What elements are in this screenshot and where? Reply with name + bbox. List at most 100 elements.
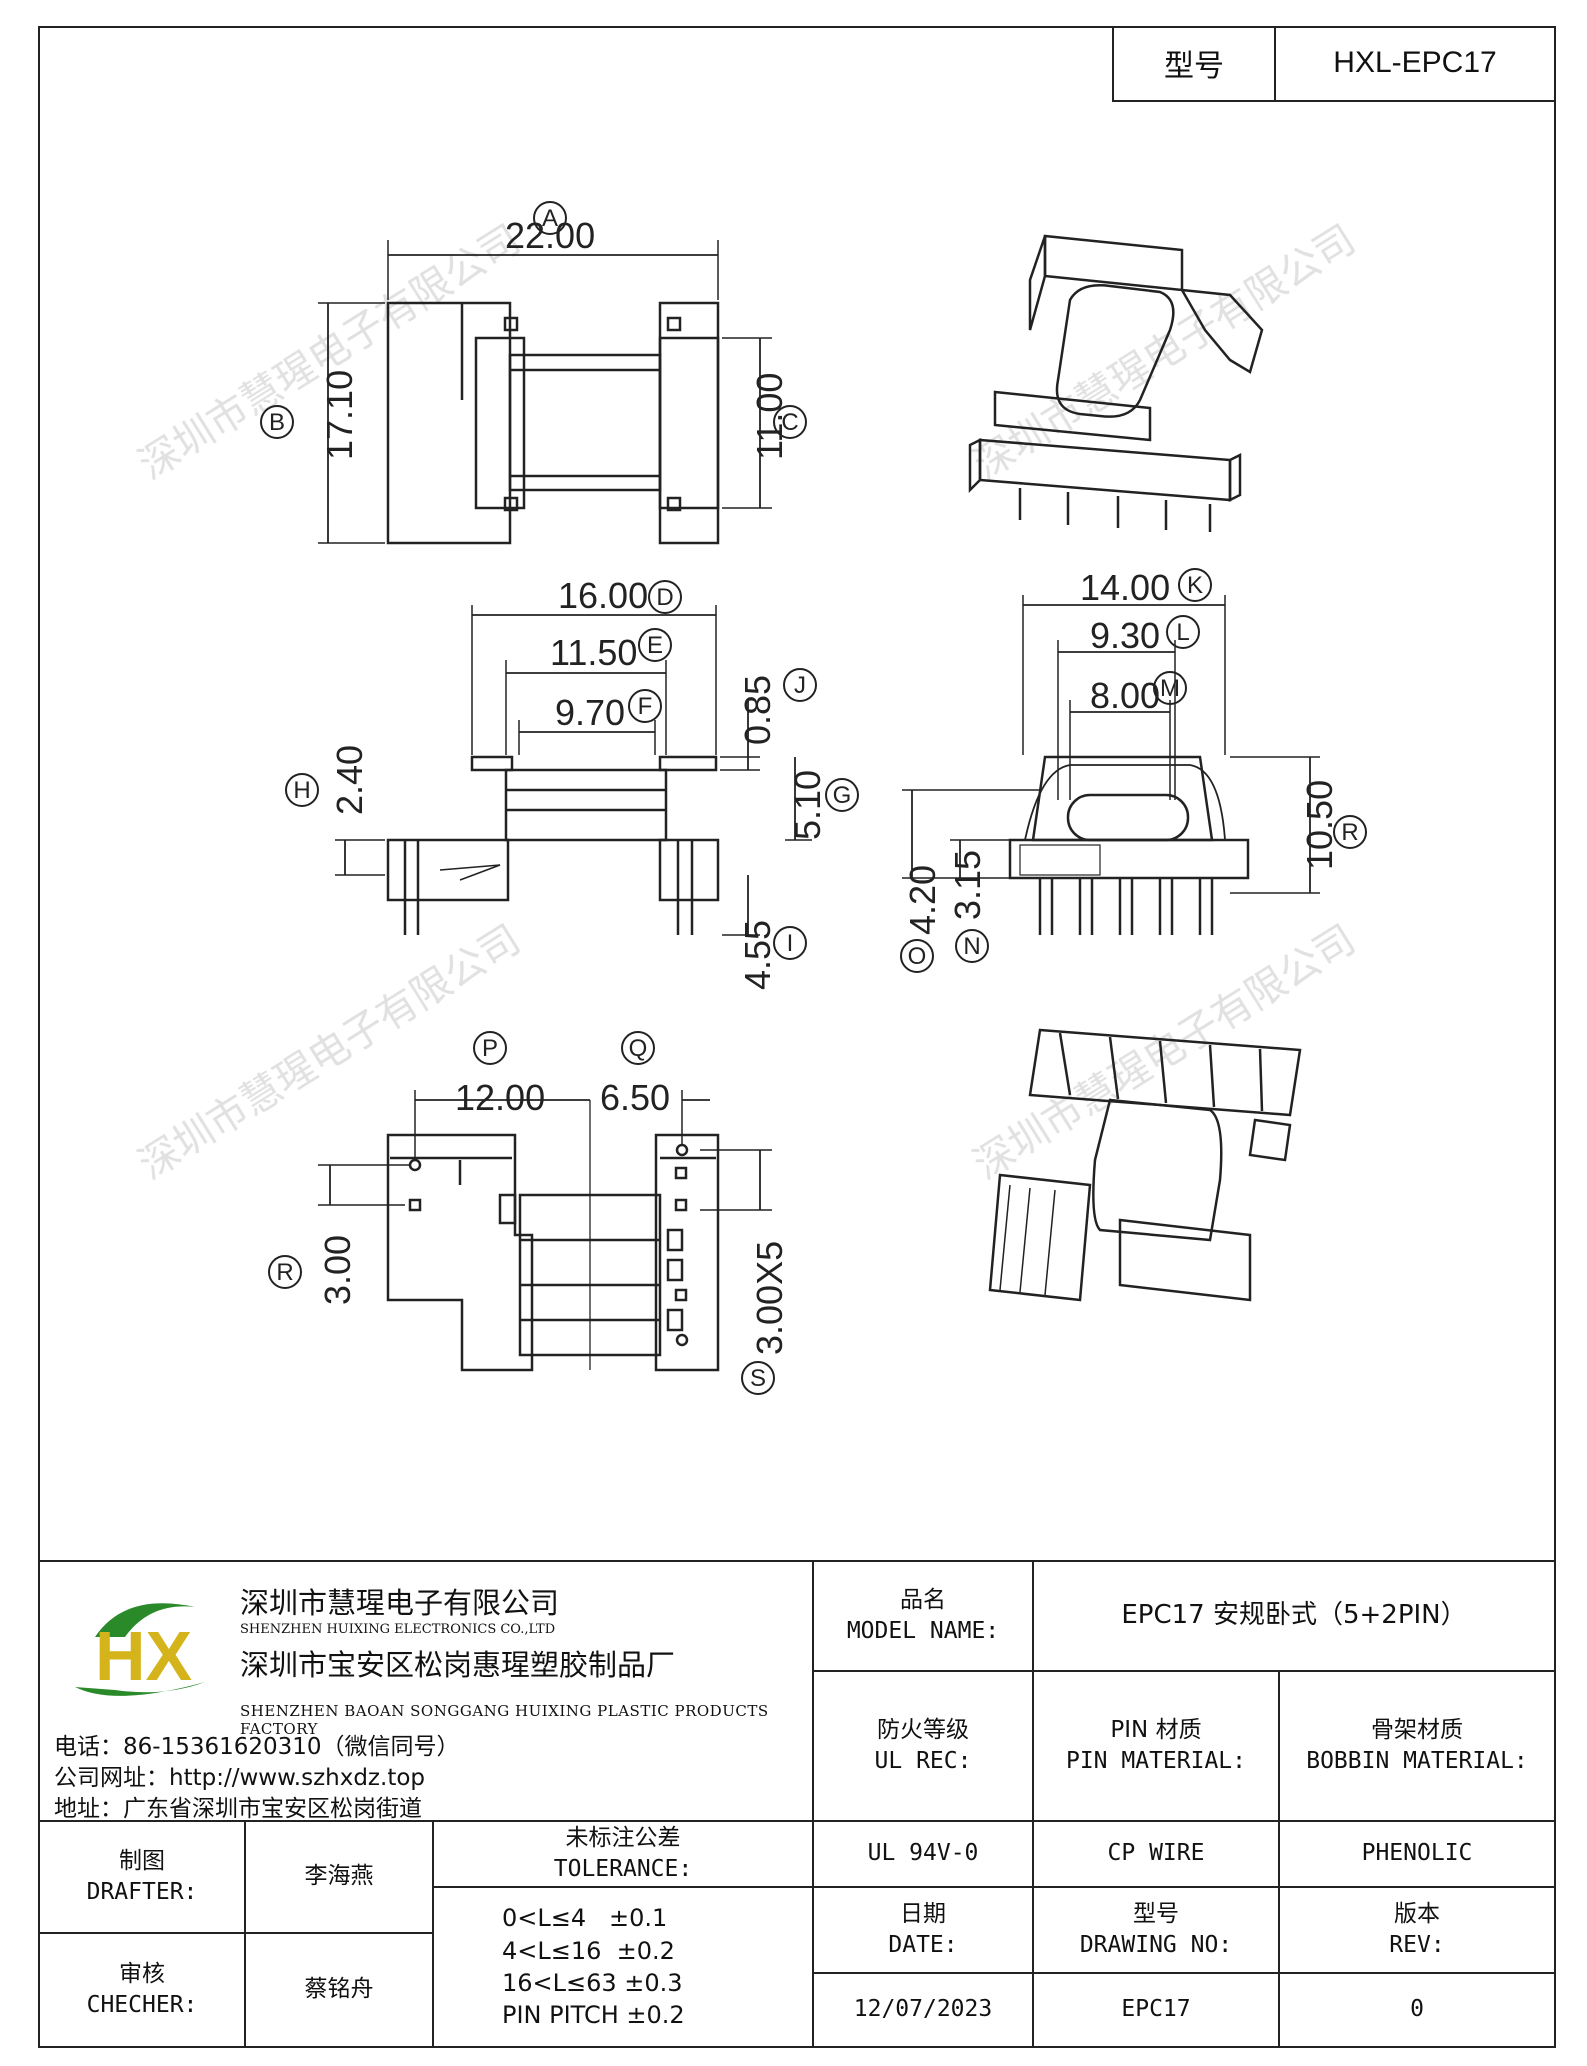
svg-text:P: P xyxy=(482,1035,498,1062)
dim-O-value: 4.20 xyxy=(902,865,943,935)
dim-Q-value: 6.50 xyxy=(600,1077,670,1118)
dim-D-value: 16.00 xyxy=(558,575,648,616)
watermark-3: 深圳市慧瑆电子有限公司 xyxy=(131,916,529,1188)
svg-text:E: E xyxy=(647,632,663,659)
model-header: 型号 HXL-EPC17 xyxy=(1112,26,1556,102)
dim-G-value: 5.10 xyxy=(787,770,828,840)
model-label: 型号 xyxy=(1114,26,1276,100)
marker-J: J xyxy=(783,668,817,702)
svg-text:K: K xyxy=(1187,572,1203,599)
dim-I-value: 4.55 xyxy=(737,920,778,990)
marker-R2: R xyxy=(268,1255,302,1289)
marker-F: F xyxy=(628,689,662,723)
model-name-value: EPC17 安规卧式（5+2PIN） xyxy=(1032,1560,1556,1672)
checker-value: 蔡铭舟 xyxy=(244,1932,434,2048)
svg-text:M: M xyxy=(1160,675,1180,702)
marker-Q: Q xyxy=(621,1031,655,1065)
marker-B: B xyxy=(260,405,294,439)
company-logo: HX xyxy=(75,1603,205,1696)
dim-B-value: 17.10 xyxy=(319,370,360,460)
dim-E-value: 11.50 xyxy=(550,632,637,673)
svg-text:R: R xyxy=(1341,819,1358,846)
dim-J-value: 0.85 xyxy=(737,675,778,745)
marker-G: G xyxy=(825,778,859,812)
svg-text:S: S xyxy=(750,1365,766,1392)
dim-S-value: 3.00X5 xyxy=(749,1241,790,1355)
side-view xyxy=(335,605,812,936)
svg-text:L: L xyxy=(1176,619,1189,646)
marker-C: C xyxy=(773,405,807,439)
dim-A-value: 22.00 xyxy=(505,215,595,256)
svg-text:B: B xyxy=(269,409,285,436)
model-value: HXL-EPC17 xyxy=(1333,46,1497,79)
tolerance-list: 0<L≤4 ±0.1 4<L≤16 ±0.2 16<L≤63 ±0.3 PIN … xyxy=(432,1886,814,2048)
marker-H: H xyxy=(285,773,319,807)
marker-K: K xyxy=(1178,568,1212,602)
marker-O: O xyxy=(900,939,934,973)
dim-H-value: 2.40 xyxy=(329,745,370,815)
company-phone: 电话：86-15361620310（微信同号） xyxy=(54,1734,460,1760)
dim-R2-value: 3.00 xyxy=(317,1235,358,1305)
pin-material-value: CP WIRE xyxy=(1032,1820,1280,1888)
tolerance-row: 16<L≤63 ±0.3 xyxy=(502,1969,683,1997)
svg-text:A: A xyxy=(542,205,558,232)
marker-A: A xyxy=(533,201,567,235)
marker-N: N xyxy=(955,929,989,963)
dim-K-value: 14.00 xyxy=(1080,567,1170,608)
svg-text:C: C xyxy=(781,409,798,436)
marker-S: S xyxy=(741,1361,775,1395)
svg-text:J: J xyxy=(794,672,806,699)
watermark-2: 深圳市慧瑆电子有限公司 xyxy=(966,216,1364,488)
company-name-cn: 深圳市慧瑆电子有限公司 xyxy=(240,1586,560,1620)
factory-name-cn: 深圳市宝安区松岗惠瑆塑胶制品厂 xyxy=(240,1648,676,1682)
marker-R1: R xyxy=(1333,815,1367,849)
marker-D: D xyxy=(648,580,682,614)
date-value: 12/07/2023 xyxy=(812,1972,1034,2048)
bobbin-material-value: PHENOLIC xyxy=(1278,1820,1556,1888)
bottom-view xyxy=(318,1090,772,1372)
svg-text:F: F xyxy=(638,693,653,720)
tolerance-row: PIN PITCH ±0.2 xyxy=(502,2001,685,2030)
ul-value: UL 94V-0 xyxy=(812,1820,1034,1888)
company-website: 公司网址：http://www.szhxdz.top xyxy=(54,1765,426,1791)
technical-drawing: 深圳市慧瑆电子有限公司 深圳市慧瑆电子有限公司 深圳市慧瑆电子有限公司 深圳市慧… xyxy=(131,201,1367,1395)
watermark-4: 深圳市慧瑆电子有限公司 xyxy=(966,916,1364,1188)
dim-L-value: 9.30 xyxy=(1090,615,1160,656)
svg-text:I: I xyxy=(787,930,794,957)
svg-text:H: H xyxy=(293,777,310,804)
end-view xyxy=(902,595,1320,935)
svg-text:D: D xyxy=(656,584,673,611)
marker-I: I xyxy=(773,926,807,960)
front-view xyxy=(318,240,772,545)
svg-text:O: O xyxy=(908,943,927,970)
marker-M: M xyxy=(1153,671,1187,705)
isometric-view-2 xyxy=(988,1028,1302,1302)
company-name-en: SHENZHEN HUIXING ELECTRONICS CO.,LTD xyxy=(240,1622,556,1637)
logo-letters: HX xyxy=(95,1617,193,1695)
marker-P: P xyxy=(473,1031,507,1065)
dim-F-value: 9.70 xyxy=(555,692,625,733)
dim-M-value: 8.00 xyxy=(1090,675,1160,716)
svg-text:G: G xyxy=(833,782,852,809)
marker-E: E xyxy=(638,628,672,662)
svg-text:R: R xyxy=(276,1259,293,1286)
dim-C-value: 11.00 xyxy=(749,373,790,460)
rev-value: 0 xyxy=(1278,1972,1556,2048)
tolerance-row: 4<L≤16 ±0.2 xyxy=(502,1936,675,1965)
isometric-view-1 xyxy=(968,234,1264,532)
tolerance-row: 0<L≤4 ±0.1 xyxy=(502,1904,668,1933)
title-block: HX 深圳市慧瑆电子有限公司 SHENZHEN HUIXING ELECTRON… xyxy=(38,1560,1556,2048)
drafter-value: 李海燕 xyxy=(244,1820,434,1934)
dim-R1-value: 10.50 xyxy=(1299,780,1340,870)
marker-L: L xyxy=(1166,615,1200,649)
